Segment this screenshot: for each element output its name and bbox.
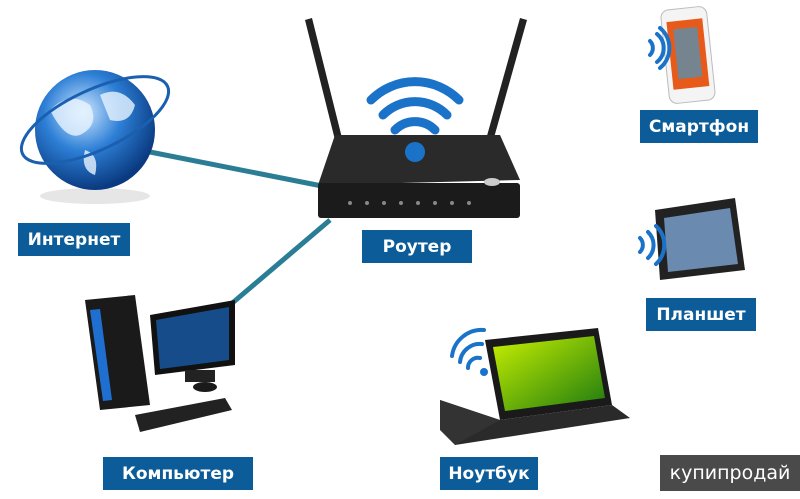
label-computer: Компьютер (103, 457, 253, 490)
label-router: Роутер (362, 230, 472, 263)
label-laptop: Ноутбук (440, 457, 538, 490)
watermark: купипродай (660, 455, 800, 491)
label-smartphone: Смартфон (640, 110, 758, 143)
router-icon (305, 18, 527, 218)
label-tablet: Планшет (646, 298, 756, 331)
router-wifi-icon (366, 77, 464, 162)
tablet-icon (655, 198, 745, 280)
laptop-icon (440, 328, 630, 445)
link-router-computer (228, 218, 332, 307)
smartphone-icon (660, 6, 716, 104)
link-internet-router (149, 149, 323, 189)
laptop-wifi-icon (450, 327, 488, 376)
globe-icon (19, 70, 171, 204)
tablet-wifi-icon (638, 224, 667, 266)
smartphone-wifi-icon (648, 26, 672, 70)
computer-icon (85, 295, 235, 432)
label-internet: Интернет (18, 223, 130, 256)
